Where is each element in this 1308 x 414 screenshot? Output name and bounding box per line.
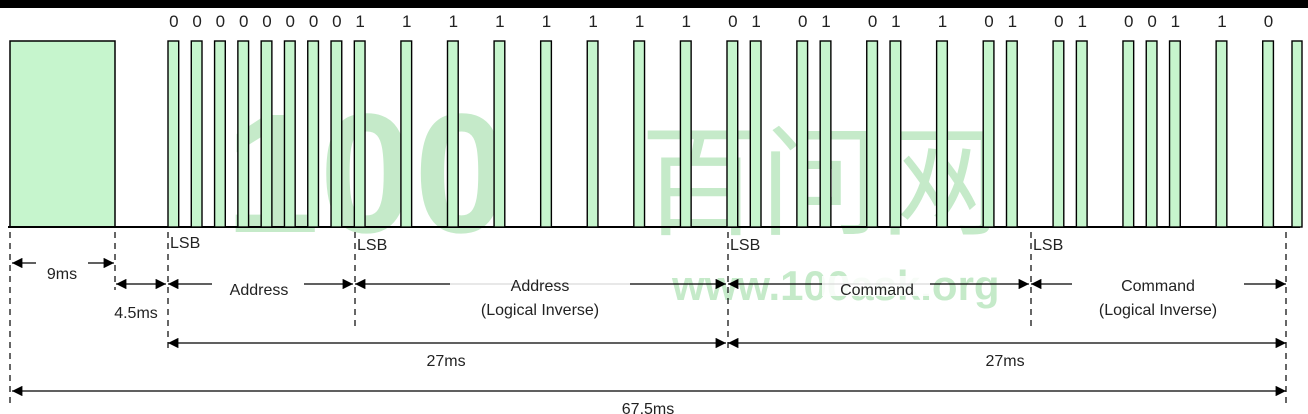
label-67-5ms: 67.5ms [622,401,674,414]
label-address-inverse-sub: (Logical Inverse) [481,302,599,319]
bit-value: 0 [332,12,341,31]
bit-pulse [307,40,320,228]
bit-value: 0 [1124,12,1133,31]
bit-value: 0 [192,12,201,31]
bit-value: 0 [286,12,295,31]
bit-value: 1 [495,12,504,31]
bit-pulse [796,40,809,228]
bit-value: 1 [542,12,551,31]
bit-pulse [213,40,226,228]
bit-value: 1 [891,12,900,31]
bit-value: 0 [798,12,807,31]
bit-value: 0 [169,12,178,31]
bit-pulse [1215,40,1228,228]
bit-value: 1 [588,12,597,31]
bit-pulse [749,40,762,228]
bit-pulse [1052,40,1065,228]
bit-pulse [889,40,902,228]
bit-value: 0 [1264,12,1273,31]
bit-pulse [866,40,879,228]
bit-pulse [633,40,646,228]
bit-pulse [353,40,366,228]
bit-pulse [819,40,832,228]
leader-pulse [9,40,116,228]
bit-value: 0 [728,12,737,31]
label-27ms-b: 27ms [985,353,1024,370]
bit-pulse [1005,40,1018,228]
label-9ms: 9ms [47,266,77,283]
dimension-labels: 9ms 4.5ms Address Address (Logical Inver… [36,262,1244,414]
lsb-label: LSB [730,237,760,254]
bit-pulse [283,40,296,228]
bit-value: 0 [1147,12,1156,31]
bit-value: 1 [682,12,691,31]
bit-pulse [539,40,553,228]
bit-value: 0 [239,12,248,31]
lsb-label: LSB [1033,237,1063,254]
bit-pulse [493,40,506,228]
bit-value: 0 [262,12,271,31]
bit-pulse [330,40,343,228]
bit-value: 1 [1008,12,1017,31]
bit-value: 0 [868,12,877,31]
label-27ms-a: 27ms [426,353,465,370]
bit-value: 0 [984,12,993,31]
bit-pulse [1168,40,1181,228]
bit-value: 1 [1077,12,1086,31]
lsb-labels: LSB LSB LSB LSB [170,235,1063,254]
bit-value: 1 [449,12,458,31]
boundary-lines [9,232,1287,405]
bit-pulse [260,40,273,228]
lsb-label: LSB [357,237,387,254]
bit-pulses [167,40,1303,228]
lsb-label: LSB [170,235,200,252]
bit-value: 0 [1054,12,1063,31]
bit-value: 1 [635,12,644,31]
bit-pulse [400,40,413,228]
bit-value: 1 [751,12,760,31]
bit-value: 1 [938,12,947,31]
label-4-5ms: 4.5ms [114,305,158,322]
bit-pulse [726,40,739,228]
bit-value: 1 [1217,12,1226,31]
label-address: Address [230,282,289,299]
bit-pulse [982,40,995,228]
bit-pulse [935,40,949,228]
bit-value: 0 [309,12,318,31]
bit-pulse [1145,40,1158,228]
label-command-inverse: Command [1121,278,1195,295]
bit-pulse [237,40,250,228]
bit-pulse [586,40,599,228]
label-command: Command [840,282,914,299]
bit-value: 0 [216,12,225,31]
stop-pulse [1291,40,1303,228]
bit-value: 1 [821,12,830,31]
label-address-inverse: Address [511,278,570,295]
bit-pulse [190,40,203,228]
bit-value: 1 [402,12,411,31]
bit-pulse [679,40,692,228]
bit-pulse [1262,40,1275,228]
bit-pulse [1122,40,1135,228]
label-command-inverse-sub: (Logical Inverse) [1099,302,1217,319]
bit-pulse [1075,40,1088,228]
bit-value: 1 [1171,12,1180,31]
bit-pulse [167,40,180,228]
bit-value: 1 [355,12,364,31]
bit-pulse [446,40,459,228]
